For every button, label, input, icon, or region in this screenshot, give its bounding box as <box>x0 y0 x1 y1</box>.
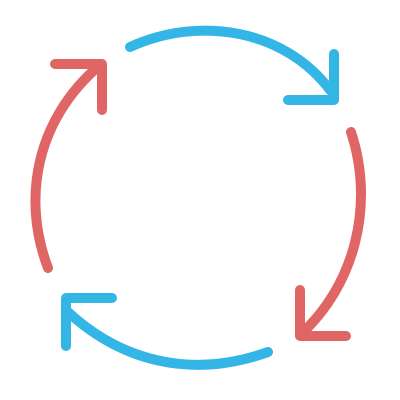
right-down-arrow <box>295 127 366 341</box>
left-up-arrow <box>30 59 107 273</box>
top-right-arrow <box>125 25 339 105</box>
bottom-left-arrow <box>61 293 273 370</box>
